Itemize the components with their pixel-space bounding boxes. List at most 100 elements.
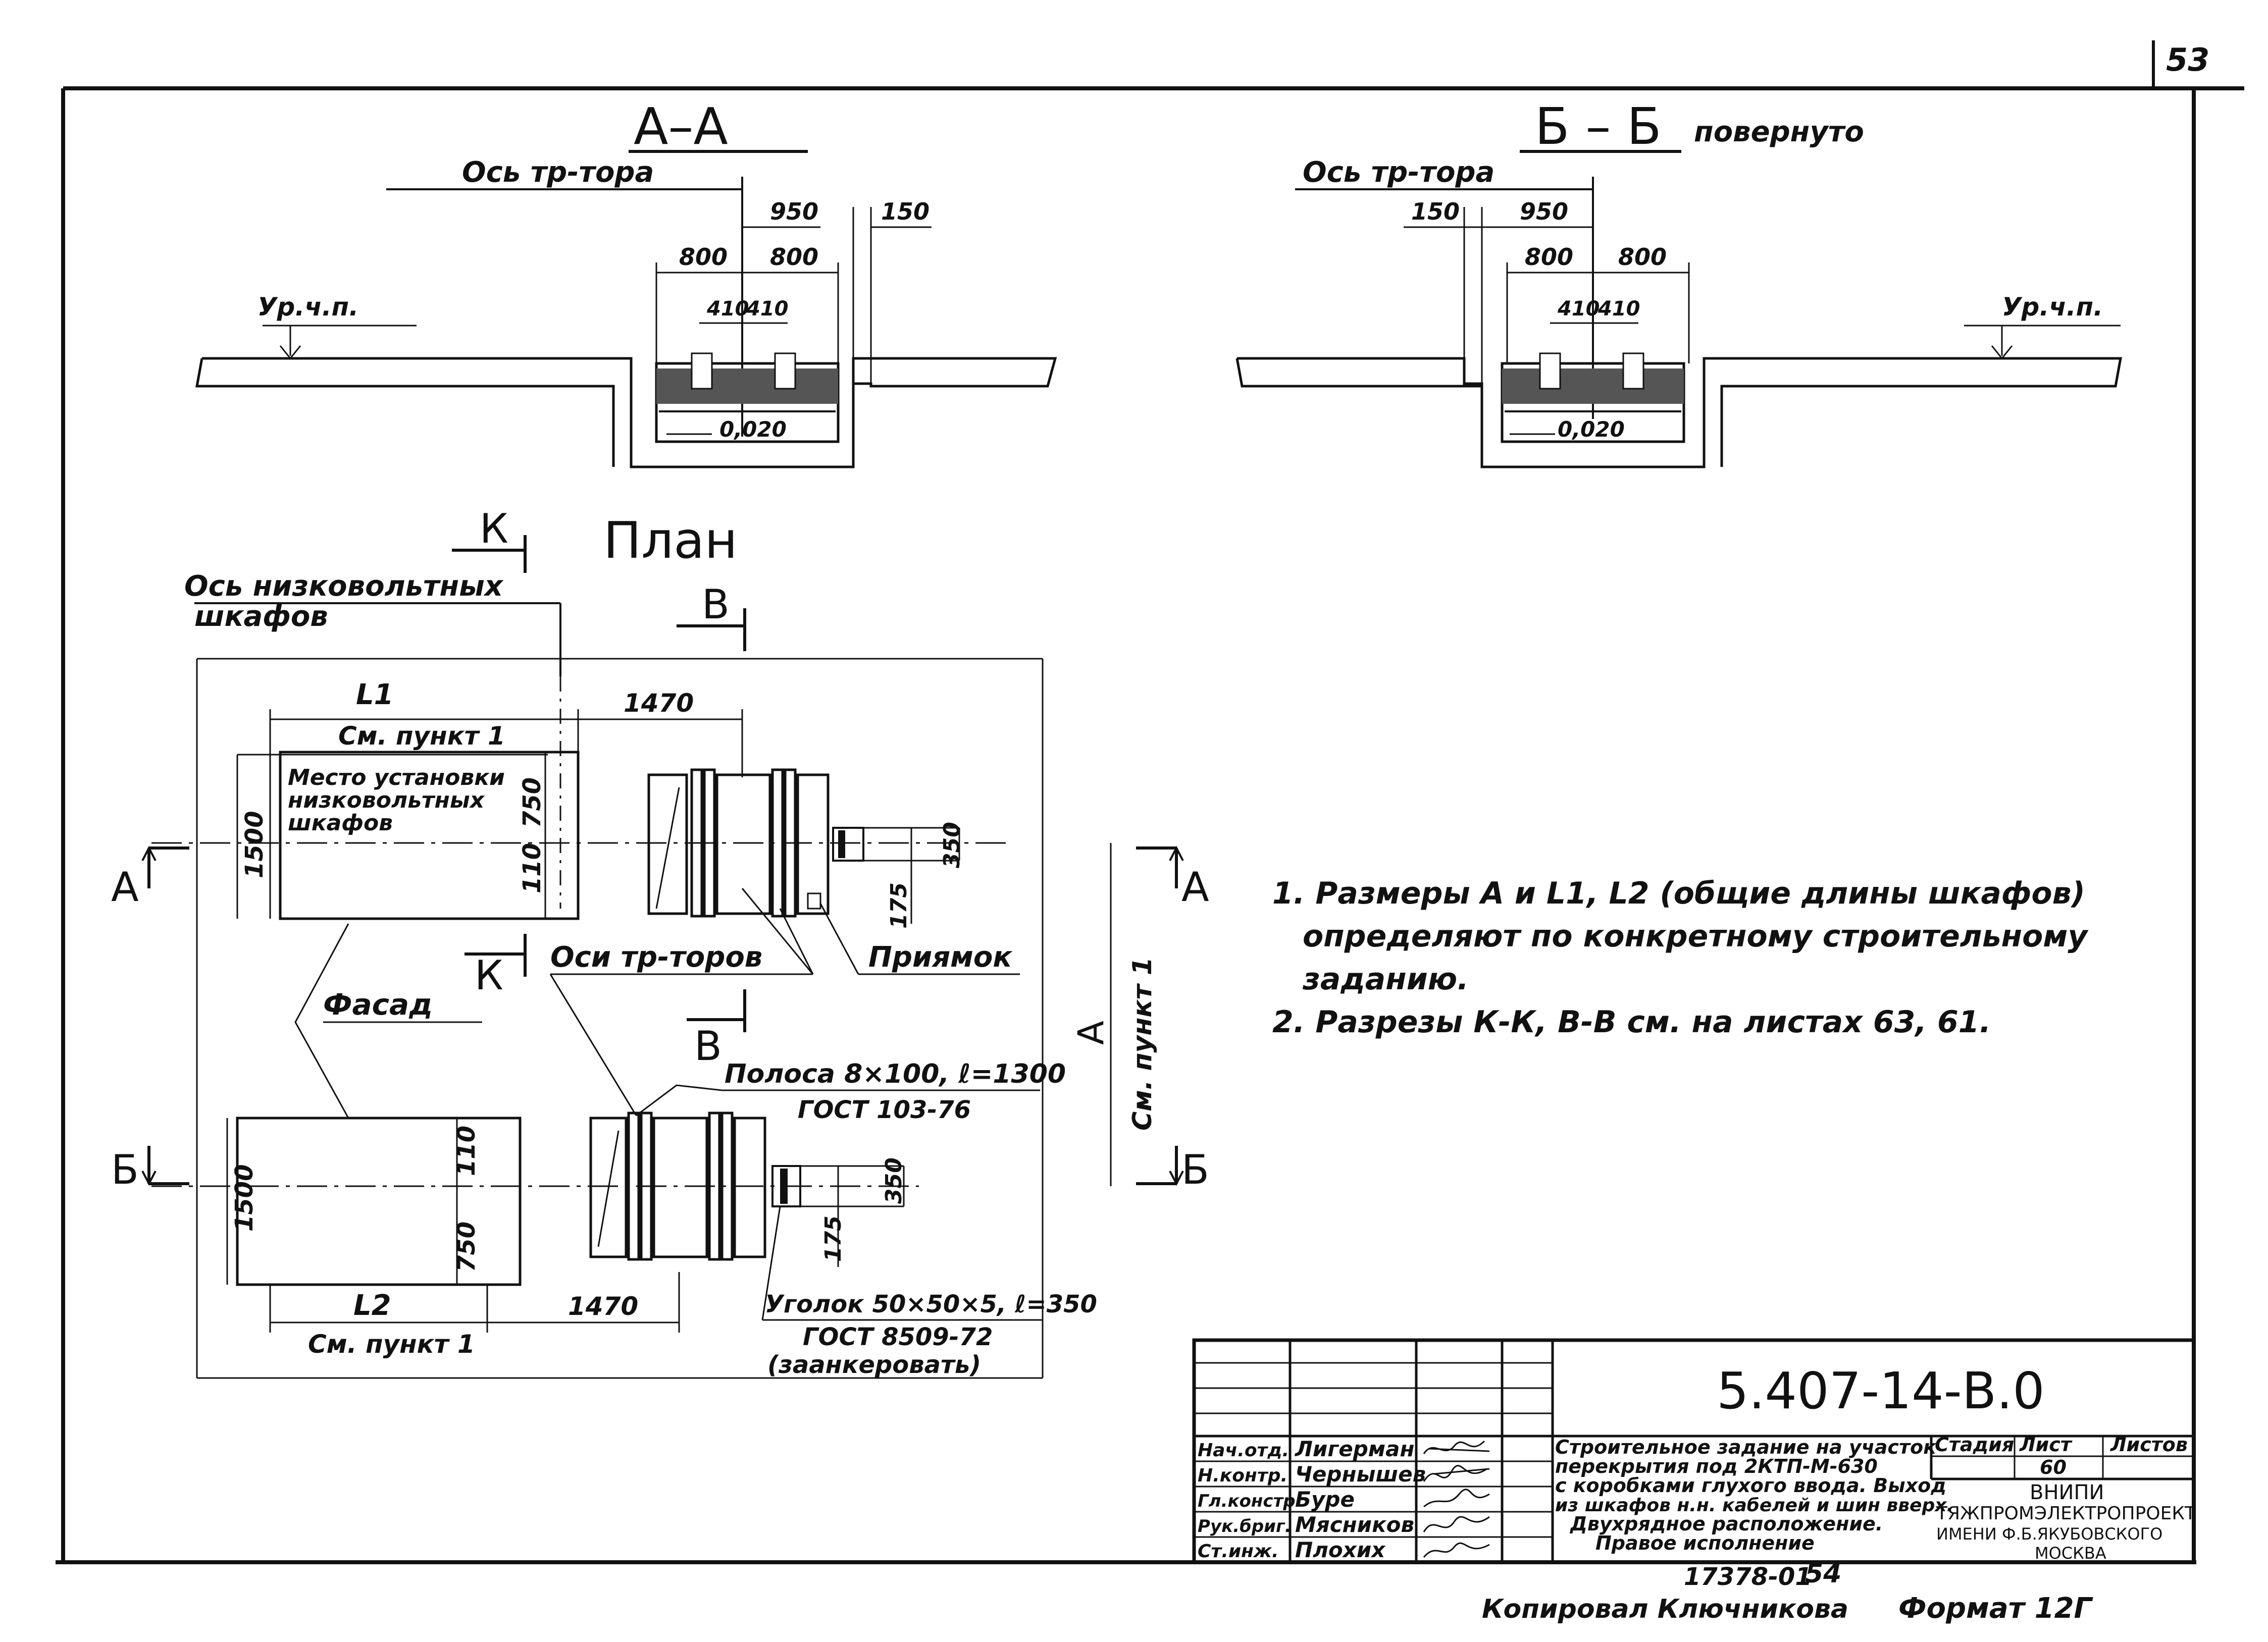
footer-format: Формат 12Г: [1898, 1592, 2094, 1625]
dim-175-bottom: 175: [820, 1215, 846, 1262]
tb-name-2: Буре: [1295, 1487, 1355, 1512]
tb-desc-3: из шкафов н.н. кабелей и шин вверх.: [1555, 1495, 1953, 1516]
section-bb-axis-label: Ось тр-тора: [1303, 156, 1494, 189]
dim-175-top: 175: [886, 882, 912, 929]
section-bb: Б – Б повернуто Ось тр-тора 150 950 800 …: [1235, 97, 2122, 468]
aa-dim-410-left: 410: [706, 297, 749, 321]
angle-bottom: [771, 1165, 905, 1207]
dim-l2: L2: [353, 1289, 391, 1322]
dim-750-bottom: 750: [452, 1222, 481, 1272]
dim-1470-top: 1470: [624, 688, 694, 718]
aa-level: 0,020: [719, 417, 787, 442]
cabinet-area-label-3: шкафов: [288, 810, 393, 836]
tb-name-1: Чернышев: [1295, 1462, 1426, 1487]
signatures: [1423, 1440, 1490, 1558]
note-line-3: заданию.: [1302, 962, 1469, 997]
tb-org-2: ТЯЖПРОМЭЛЕКТРОПРОЕКТ: [1936, 1503, 2196, 1524]
dim-1500-top: 1500: [240, 811, 269, 878]
tb-sheet-value: 60: [2040, 1456, 2067, 1478]
lv-cabinet-area-bottom: [236, 1117, 522, 1286]
tb-name-4: Плохих: [1295, 1538, 1386, 1562]
angle-label-1: Уголок 50×50×5, ℓ=350: [765, 1290, 1097, 1318]
bb-dim-410-right: 410: [1597, 297, 1640, 321]
cabinet-area-label-2: низковольтных: [288, 787, 485, 813]
cut-b-left-label: Б: [111, 1146, 139, 1193]
notes: 1. Размеры А и L1, L2 (общие длины шкафо…: [1272, 876, 2089, 1040]
bb-dim-800-left: 800: [1525, 243, 1573, 271]
section-bb-title: Б – Б: [1535, 97, 1662, 156]
tb-stage-label: Стадия: [1935, 1434, 2014, 1456]
footer-page: 54: [1805, 1559, 1841, 1589]
plan-title: План: [603, 511, 738, 570]
tb-desc-1: перекрытия под 2КТП-М-630: [1555, 1455, 1878, 1477]
angle-label-3: (заанкеровать): [767, 1351, 981, 1379]
cut-b-right-marker: Б: [1136, 1146, 1209, 1193]
bb-dim-800-right: 800: [1618, 243, 1667, 271]
strip-label-2: ГОСТ 103-76: [798, 1096, 971, 1124]
section-aa: А–А Ось тр-тора 950 150 800 800 410 410 …: [195, 97, 1057, 468]
cut-k-top-label: К: [480, 505, 508, 552]
tb-desc-5: Правое исполнение: [1595, 1532, 1815, 1554]
transformer-top: [647, 768, 830, 918]
tb-sheets-label: Листов: [2110, 1434, 2188, 1456]
cut-a-right-marker: А: [1136, 845, 1209, 911]
cut-b-left-marker: Б: [111, 1146, 189, 1193]
tb-name-3: Мясников: [1295, 1512, 1414, 1537]
cut-a-left-label: А: [111, 864, 139, 911]
cut-v-bottom-marker: В: [687, 989, 746, 1070]
tb-role-4: Ст.инж.: [1198, 1541, 1279, 1562]
cut-a-left-marker: А: [111, 845, 189, 911]
cut-v-top-marker: В: [677, 581, 746, 651]
bb-level: 0,020: [1558, 417, 1625, 442]
cut-k-top-marker: К: [452, 505, 527, 573]
dim-350-top: 350: [939, 822, 965, 868]
aa-dim-950: 950: [770, 198, 818, 225]
footer-archive: 17378-01: [1684, 1563, 1812, 1591]
tb-role-1: Н.контр.: [1198, 1465, 1287, 1486]
cut-k-bottom-marker: К: [465, 934, 527, 999]
transformer-bottom: [589, 1111, 766, 1261]
aa-floor-label: Ур.ч.п.: [257, 292, 358, 322]
footer: 17378-01 54 Копировал Ключникова Формат …: [1482, 1559, 2094, 1625]
strip-label-1: Полоса 8×100, ℓ=1300: [725, 1059, 1066, 1089]
dim-350-bottom: 350: [881, 1157, 907, 1204]
dim-l1-note: См. пункт 1: [338, 721, 505, 751]
bb-floor-label: Ур.ч.п.: [2002, 292, 2103, 322]
cut-a-right-label: А: [1181, 864, 1209, 911]
tb-role-0: Нач.отд.: [1198, 1440, 1289, 1461]
tb-org-1: ВНИПИ: [2030, 1481, 2104, 1504]
dim-a: А: [1070, 1021, 1112, 1045]
dim-l2-note: См. пункт 1: [308, 1330, 475, 1359]
lv-cabinet-area-top: [279, 751, 580, 920]
section-bb-note: повернуто: [1694, 116, 1864, 148]
cut-b-right-label: Б: [1181, 1146, 1209, 1193]
dim-1470-bottom: 1470: [568, 1292, 638, 1321]
aa-dim-410-right: 410: [746, 297, 789, 321]
pit-label: Приямок: [868, 941, 1013, 974]
tb-role-2: Гл.констр.: [1198, 1491, 1302, 1511]
tb-name-0: Лигерман: [1294, 1437, 1415, 1461]
aa-dim-800-right: 800: [770, 243, 818, 271]
aa-dim-150: 150: [881, 198, 930, 225]
section-aa-title: А–А: [634, 97, 728, 156]
cut-v-top-label: В: [702, 581, 730, 628]
note-line-1: 1. Размеры А и L1, L2 (общие длины шкафо…: [1272, 876, 2085, 911]
section-aa-axis-label: Ось тр-тора: [462, 156, 654, 189]
transformer-axes-label: Оси тр-торов: [550, 941, 762, 974]
plan-view: План К В К В А А: [111, 505, 1209, 1379]
dim-1500-bottom: 1500: [230, 1164, 259, 1232]
dim-a-note: См. пункт 1: [1127, 957, 1158, 1131]
lv-axis-label-2: шкафов: [194, 600, 328, 633]
page-number: 53: [2166, 41, 2209, 78]
tb-desc-2: с коробками глухого ввода. Выход: [1555, 1474, 1946, 1497]
tb-org-3: ИМЕНИ Ф.Б.ЯКУБОВСКОГО: [1936, 1524, 2162, 1544]
document-code: 5.407-14-В.0: [1717, 1361, 2045, 1420]
tb-sheet-label: Лист: [2019, 1434, 2073, 1456]
dim-750-top: 750: [518, 777, 546, 828]
facade-label: Фасад: [323, 987, 433, 1022]
title-block: 5.407-14-В.0 Нач.отд. Лигерман Н.контр. …: [1192, 1338, 2196, 1564]
dim-110-top: 110: [518, 843, 546, 893]
cabinet-area-label-1: Место установки: [288, 765, 505, 790]
note-line-2: определяют по конкретному строительному: [1303, 919, 2089, 954]
dim-l1: L1: [356, 678, 394, 711]
